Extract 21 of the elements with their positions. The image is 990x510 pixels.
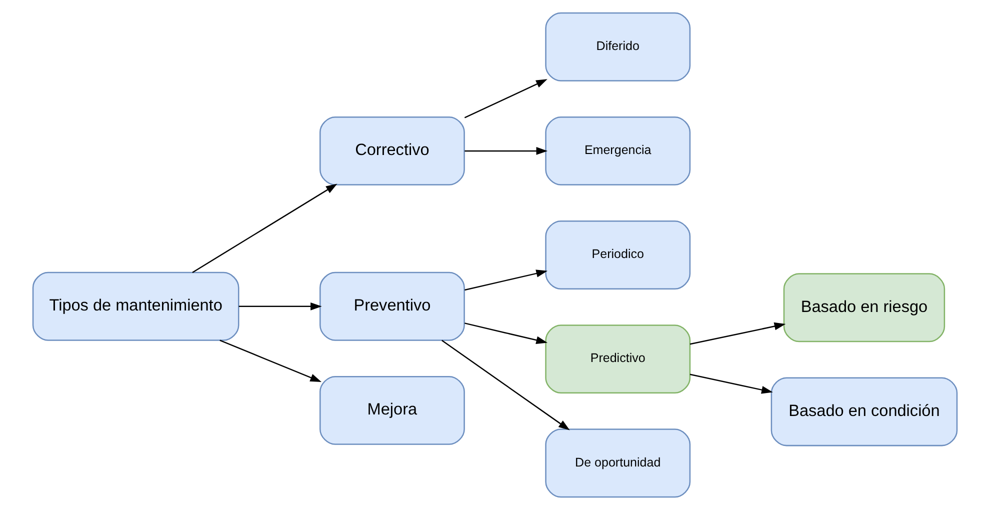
arrow [464,270,548,291]
node-box: Periodico [545,220,691,290]
node-box: Mejora [319,376,465,445]
arrow [464,79,548,118]
arrow [690,322,786,345]
node-box: Preventivo [319,272,465,341]
node-box: Tipos de mantenimiento [32,272,240,341]
node-box: Basado en riesgo [783,273,946,342]
node-box: Diferido [545,12,691,82]
arrow [238,302,322,310]
node-box: Basado en condición [770,377,958,446]
node-box: Emergencia [545,116,691,186]
arrow [192,184,338,274]
arrow [464,322,548,344]
arrow [690,374,773,394]
arrow [442,340,570,430]
arrow [464,146,548,155]
node-box: Correctivo [319,116,465,186]
node-box: Predictivo [545,324,691,394]
arrow [220,340,322,382]
node-box: De oportunidad [545,428,691,498]
